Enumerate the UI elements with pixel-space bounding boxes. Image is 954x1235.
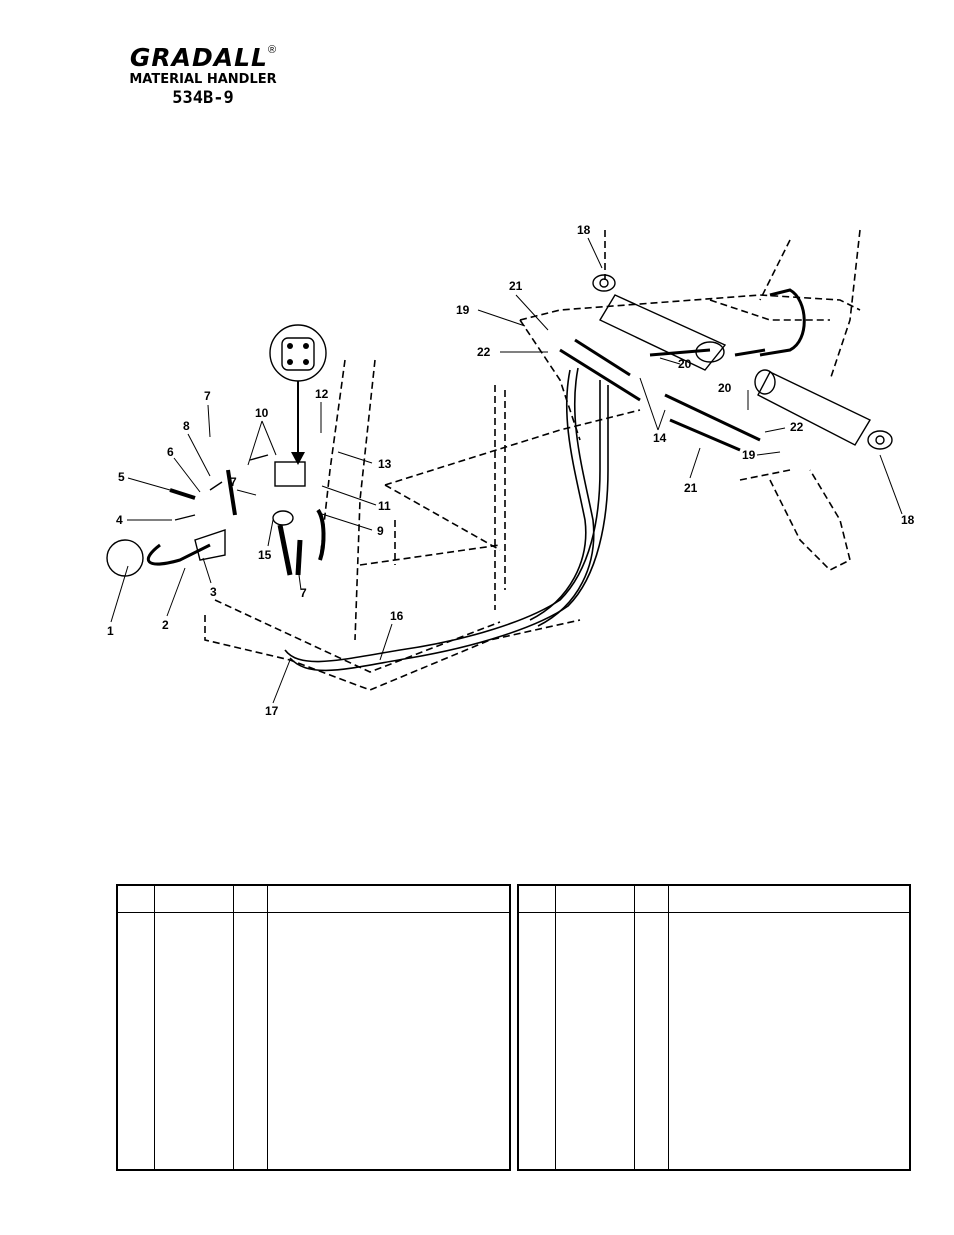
detail-inset [269, 324, 327, 465]
callout-22-top: 22 [477, 345, 491, 359]
callout-2: 2 [162, 618, 169, 632]
table-cell [267, 912, 511, 1170]
registered-mark: ® [267, 44, 277, 56]
table-cell [116, 912, 155, 1170]
callout-17: 17 [265, 704, 279, 718]
model-number: 534B-9 [172, 88, 234, 108]
callout-9: 9 [377, 524, 384, 538]
column-header [267, 885, 511, 913]
callout-10: 10 [255, 406, 269, 420]
column-header [517, 885, 556, 913]
callout-6: 6 [167, 445, 174, 459]
callout-7-bottom: 7 [300, 586, 307, 600]
hose-lines [284, 288, 806, 672]
table-header-row [116, 885, 511, 913]
hydraulic-diagram: 1 2 3 4 5 6 7 7 7 8 9 10 11 12 13 14 15 … [106, 223, 915, 718]
front-cylinder [754, 369, 893, 450]
callout-16: 16 [390, 609, 404, 623]
table-cell [668, 912, 911, 1170]
callout-21-top: 21 [509, 279, 523, 293]
table-cell [154, 912, 234, 1170]
callout-19-bottom: 19 [742, 448, 756, 462]
table-cell [233, 912, 268, 1170]
callout-22-bottom: 22 [790, 420, 804, 434]
callout-7-top: 7 [204, 389, 211, 403]
brand-header: GRADALL® MATERIAL HANDLER 534B-9 [108, 44, 298, 109]
leader-lines [110, 237, 903, 704]
column-header [154, 885, 234, 913]
callout-21-bottom: 21 [684, 481, 698, 495]
callout-20-bottom: 20 [718, 381, 732, 395]
table-cell [517, 912, 556, 1170]
brand-logo: GRADALL® [108, 44, 298, 72]
parts-table-left [116, 884, 511, 1171]
callout-18-top: 18 [577, 223, 591, 237]
frame-outline [204, 229, 861, 691]
callout-5: 5 [118, 470, 125, 484]
fittings-left [106, 454, 326, 577]
column-header [555, 885, 635, 913]
callout-12: 12 [315, 387, 329, 401]
brand-subtitle: MATERIAL HANDLER [129, 72, 277, 87]
parts-table-right [517, 884, 911, 1171]
table-body-row [517, 912, 911, 1170]
column-header [634, 885, 669, 913]
callout-7-middle: 7 [230, 475, 237, 489]
callout-19-top: 19 [456, 303, 470, 317]
callout-4: 4 [116, 513, 123, 527]
brand-name: GRADALL [129, 43, 268, 72]
callout-14: 14 [653, 431, 667, 445]
table-cell [555, 912, 635, 1170]
callout-8: 8 [183, 419, 190, 433]
column-header [233, 885, 268, 913]
callout-3: 3 [210, 585, 217, 599]
table-cell [634, 912, 669, 1170]
column-header [116, 885, 155, 913]
table-header-row [517, 885, 911, 913]
steel-lines [559, 338, 766, 452]
callout-20-top: 20 [678, 357, 692, 371]
callout-1: 1 [107, 624, 114, 638]
callout-11: 11 [378, 499, 391, 513]
callout-18-bottom: 18 [901, 513, 915, 527]
callout-15: 15 [258, 548, 272, 562]
callout-13: 13 [378, 457, 392, 471]
table-body-row [116, 912, 511, 1170]
callout-labels: 1 2 3 4 5 6 7 7 7 8 9 10 11 12 13 14 15 … [107, 223, 915, 718]
column-header [668, 885, 911, 913]
